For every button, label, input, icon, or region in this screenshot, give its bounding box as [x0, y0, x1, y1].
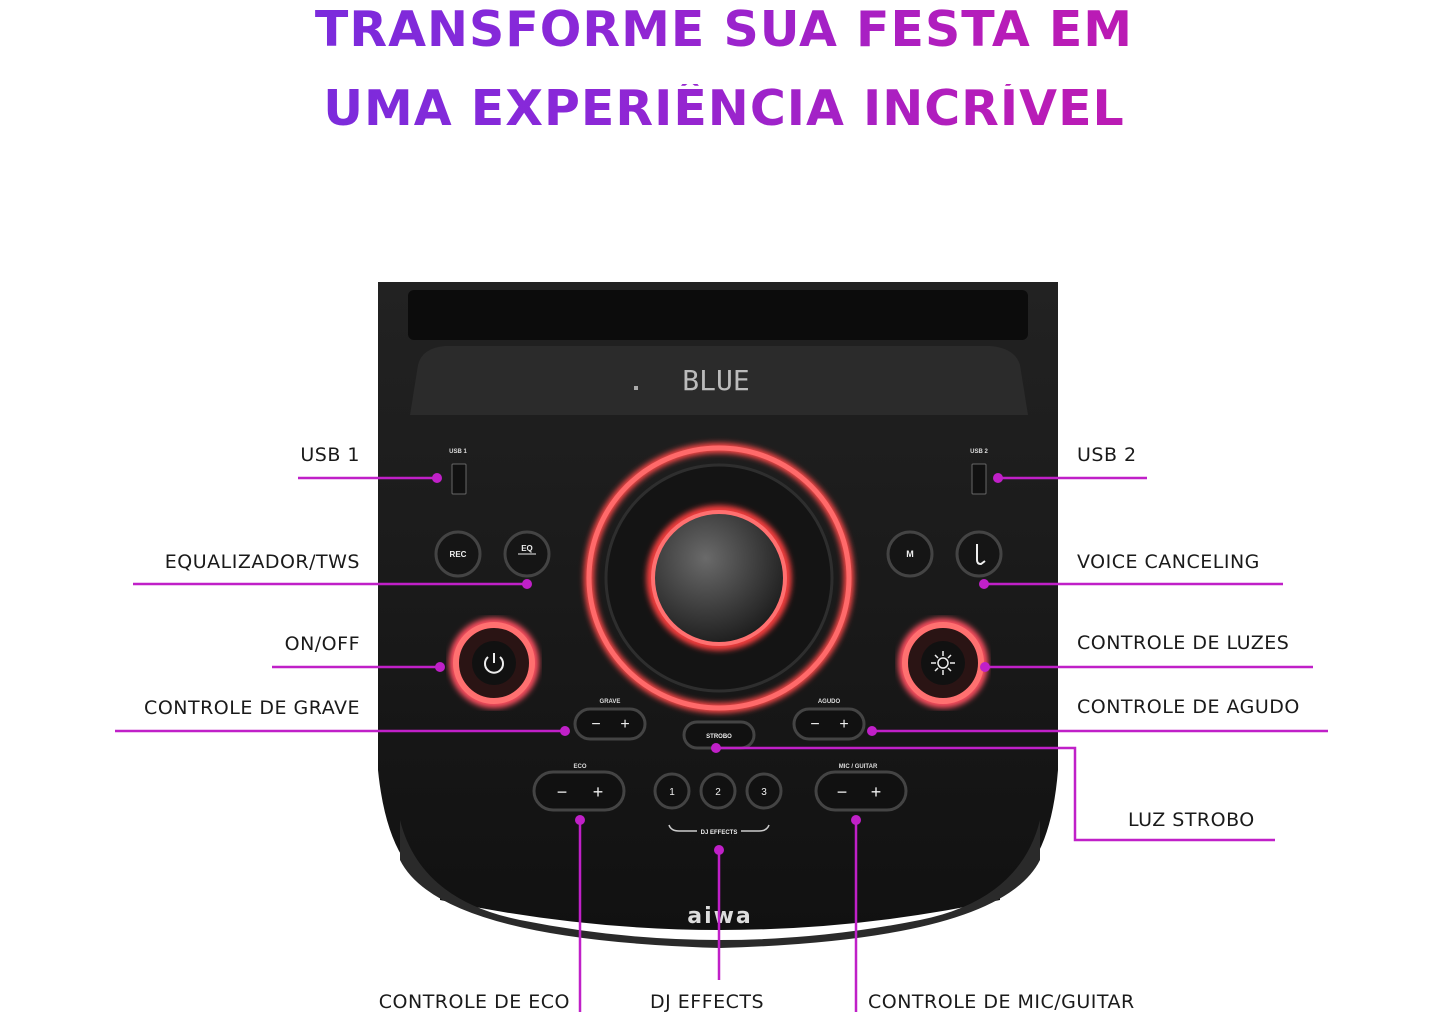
svg-text:STROBO: STROBO	[706, 734, 732, 740]
callout-usb2: USB 2	[1077, 444, 1137, 466]
callout-agudo: CONTROLE DE AGUDO	[1077, 696, 1300, 718]
svg-text:3: 3	[761, 787, 767, 798]
sun-icon	[937, 657, 949, 669]
callout-dots	[432, 473, 1003, 855]
dj-effect-button-1: 1	[653, 772, 691, 810]
led-ring-outer	[586, 445, 852, 711]
svg-text:−: −	[810, 716, 819, 733]
svg-text:REC: REC	[450, 550, 467, 559]
headline-line-1: TRANSFORME SUA FESTA EM	[0, 5, 1448, 54]
dj-effects-print: DJ EFFECTS	[701, 830, 738, 836]
svg-text:GRAVE: GRAVE	[600, 699, 621, 705]
callout-on-off: ON/OFF	[284, 633, 360, 655]
svg-text:2: 2	[715, 787, 721, 798]
callout-lines	[115, 476, 1328, 1012]
power-icon	[484, 653, 504, 674]
eq-tws-button: EQ	[503, 530, 551, 578]
volume-knob	[651, 510, 787, 646]
callout-dj-effects: DJ EFFECTS	[650, 991, 765, 1013]
svg-text:+: +	[871, 782, 882, 802]
display-text: BLUE	[682, 364, 749, 397]
grave-control: GRAVE − +	[573, 699, 647, 741]
callout-strobo: LUZ STROBO	[1128, 809, 1255, 831]
m-button: M	[886, 530, 934, 578]
svg-text:ECO: ECO	[573, 764, 586, 770]
callout-eco: CONTROLE DE ECO	[378, 991, 570, 1013]
mic-guitar-control: MIC / GUITAR − +	[814, 764, 908, 812]
svg-text:M: M	[906, 549, 914, 559]
power-button	[449, 618, 539, 708]
svg-text:+: +	[620, 716, 629, 733]
svg-text:AGUDO: AGUDO	[818, 699, 841, 705]
callout-luzes: CONTROLE DE LUZES	[1077, 632, 1290, 654]
callout-mic-guitar: CONTROLE DE MIC/GUITAR	[868, 991, 1135, 1013]
svg-text:USB 2: USB 2	[970, 449, 988, 455]
eco-control: ECO − +	[532, 764, 626, 812]
top-handle	[408, 290, 1028, 340]
voice-cancel-button	[955, 530, 1003, 578]
svg-text:−: −	[557, 782, 568, 802]
svg-text:−: −	[837, 782, 848, 802]
svg-text:USB 1: USB 1	[449, 449, 467, 455]
agudo-control: AGUDO − +	[792, 699, 866, 741]
headline-line-2: UMA EXPERIÊNCIA INCRÍVEL	[0, 84, 1448, 133]
svg-text:+: +	[839, 716, 848, 733]
callout-voice-canceling: VOICE CANCELING	[1077, 551, 1260, 573]
svg-text:MIC / GUITAR: MIC / GUITAR	[839, 764, 878, 770]
bluetooth-indicator	[634, 386, 638, 390]
display-panel	[410, 346, 1028, 415]
svg-text:−: −	[591, 716, 600, 733]
usb2-port	[971, 463, 987, 495]
microphone-icon	[976, 544, 986, 566]
svg-text:EQ: EQ	[521, 544, 533, 553]
callout-usb1: USB 1	[300, 444, 360, 466]
callout-eq-tws: EQUALIZADOR/TWS	[164, 551, 360, 573]
lights-button	[898, 618, 988, 708]
callout-grave: CONTROLE DE GRAVE	[144, 697, 360, 719]
dj-effect-button-2: 2	[699, 772, 737, 810]
svg-text:+: +	[593, 782, 604, 802]
svg-text:1: 1	[669, 787, 675, 798]
dj-effect-button-3: 3	[745, 772, 783, 810]
usb1-port	[451, 463, 467, 495]
rec-button: REC	[434, 530, 482, 578]
